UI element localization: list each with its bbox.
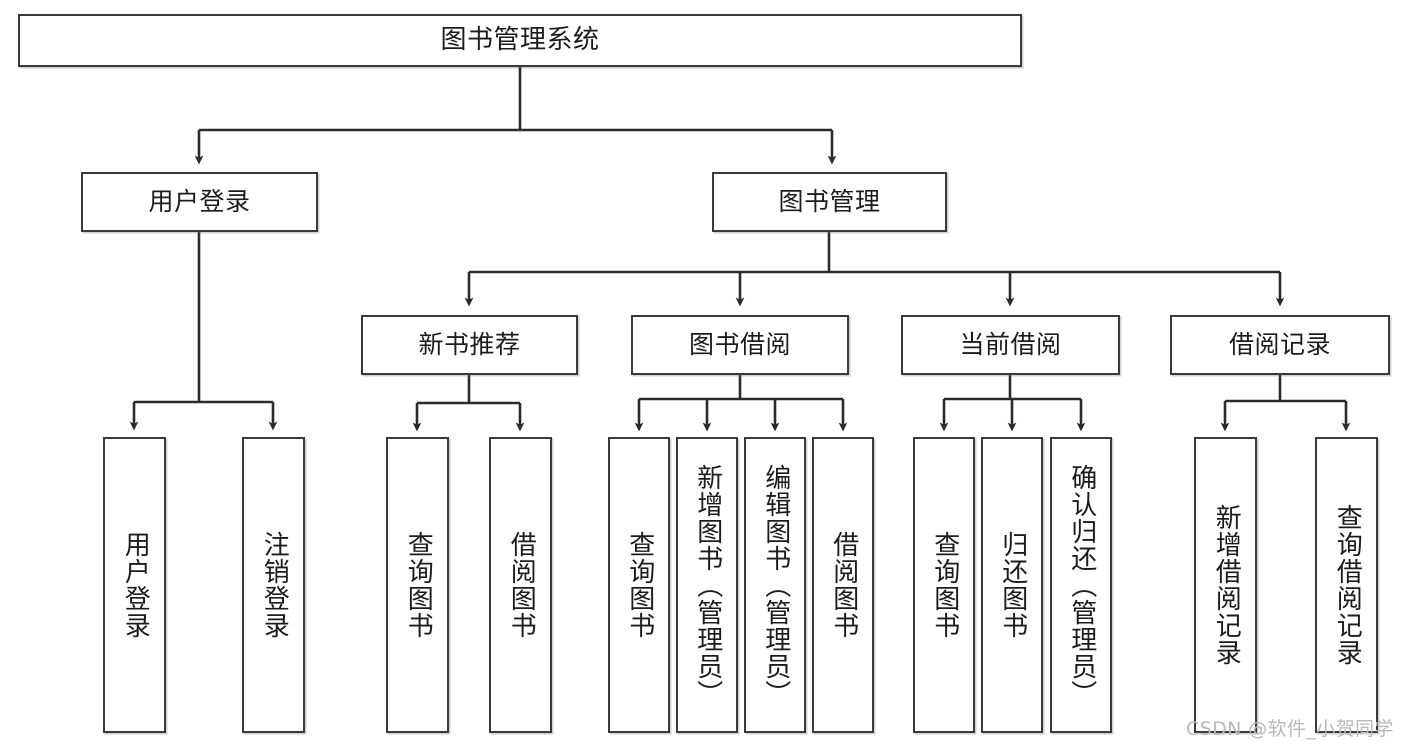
node-borrow-record[interactable]: 借阅记录 [1170, 315, 1390, 375]
node-label: 注销登录 [259, 531, 290, 639]
node-label: 用户登录 [120, 531, 151, 639]
node-label: 图书管理 [778, 187, 881, 217]
node-label: 确认归还（管理员） [1066, 463, 1097, 707]
leaf-query-borrow-record[interactable]: 查询借阅记录 [1315, 437, 1378, 733]
leaf-edit-book-admin[interactable]: 编辑图书（管理员） [744, 437, 806, 733]
node-label: 查询图书 [624, 531, 655, 639]
node-book-borrow[interactable]: 图书借阅 [631, 315, 849, 375]
node-label: 借阅图书 [828, 531, 859, 639]
node-book-management[interactable]: 图书管理 [712, 172, 947, 232]
leaf-user-login[interactable]: 用户登录 [103, 437, 166, 733]
node-label: 图书管理系统 [440, 25, 600, 56]
leaf-query-book-recommend[interactable]: 查询图书 [386, 437, 449, 733]
leaf-add-borrow-record[interactable]: 新增借阅记录 [1194, 437, 1257, 733]
node-label: 用户登录 [148, 187, 251, 217]
node-label: 借阅图书 [506, 531, 537, 639]
node-label: 新书推荐 [418, 330, 521, 360]
node-label: 查询图书 [929, 531, 960, 639]
node-new-book-recommend[interactable]: 新书推荐 [361, 315, 578, 375]
leaf-return-book[interactable]: 归还图书 [981, 437, 1043, 733]
leaf-confirm-return-admin[interactable]: 确认归还（管理员） [1050, 437, 1112, 733]
node-current-borrow[interactable]: 当前借阅 [901, 315, 1120, 375]
leaf-query-book-borrow[interactable]: 查询图书 [608, 437, 670, 733]
node-label: 新增图书（管理员） [692, 463, 723, 707]
node-label: 归还图书 [997, 531, 1028, 639]
node-label: 图书借阅 [688, 330, 791, 360]
leaf-query-book-current[interactable]: 查询图书 [913, 437, 975, 733]
watermark: CSDN @软件_小贺同学 [1186, 718, 1394, 740]
node-label: 编辑图书（管理员） [760, 463, 791, 707]
node-label: 借阅记录 [1228, 330, 1331, 360]
node-label: 当前借阅 [959, 330, 1062, 360]
leaf-borrow-book-recommend[interactable]: 借阅图书 [489, 437, 552, 733]
node-root-system[interactable]: 图书管理系统 [18, 14, 1022, 67]
leaf-logout[interactable]: 注销登录 [242, 437, 305, 733]
leaf-borrow-book[interactable]: 借阅图书 [812, 437, 874, 733]
leaf-add-book-admin[interactable]: 新增图书（管理员） [676, 437, 738, 733]
node-user-login[interactable]: 用户登录 [81, 172, 318, 232]
node-label: 新增借阅记录 [1211, 504, 1242, 666]
node-label: 查询图书 [403, 531, 434, 639]
node-label: 查询借阅记录 [1332, 504, 1363, 666]
